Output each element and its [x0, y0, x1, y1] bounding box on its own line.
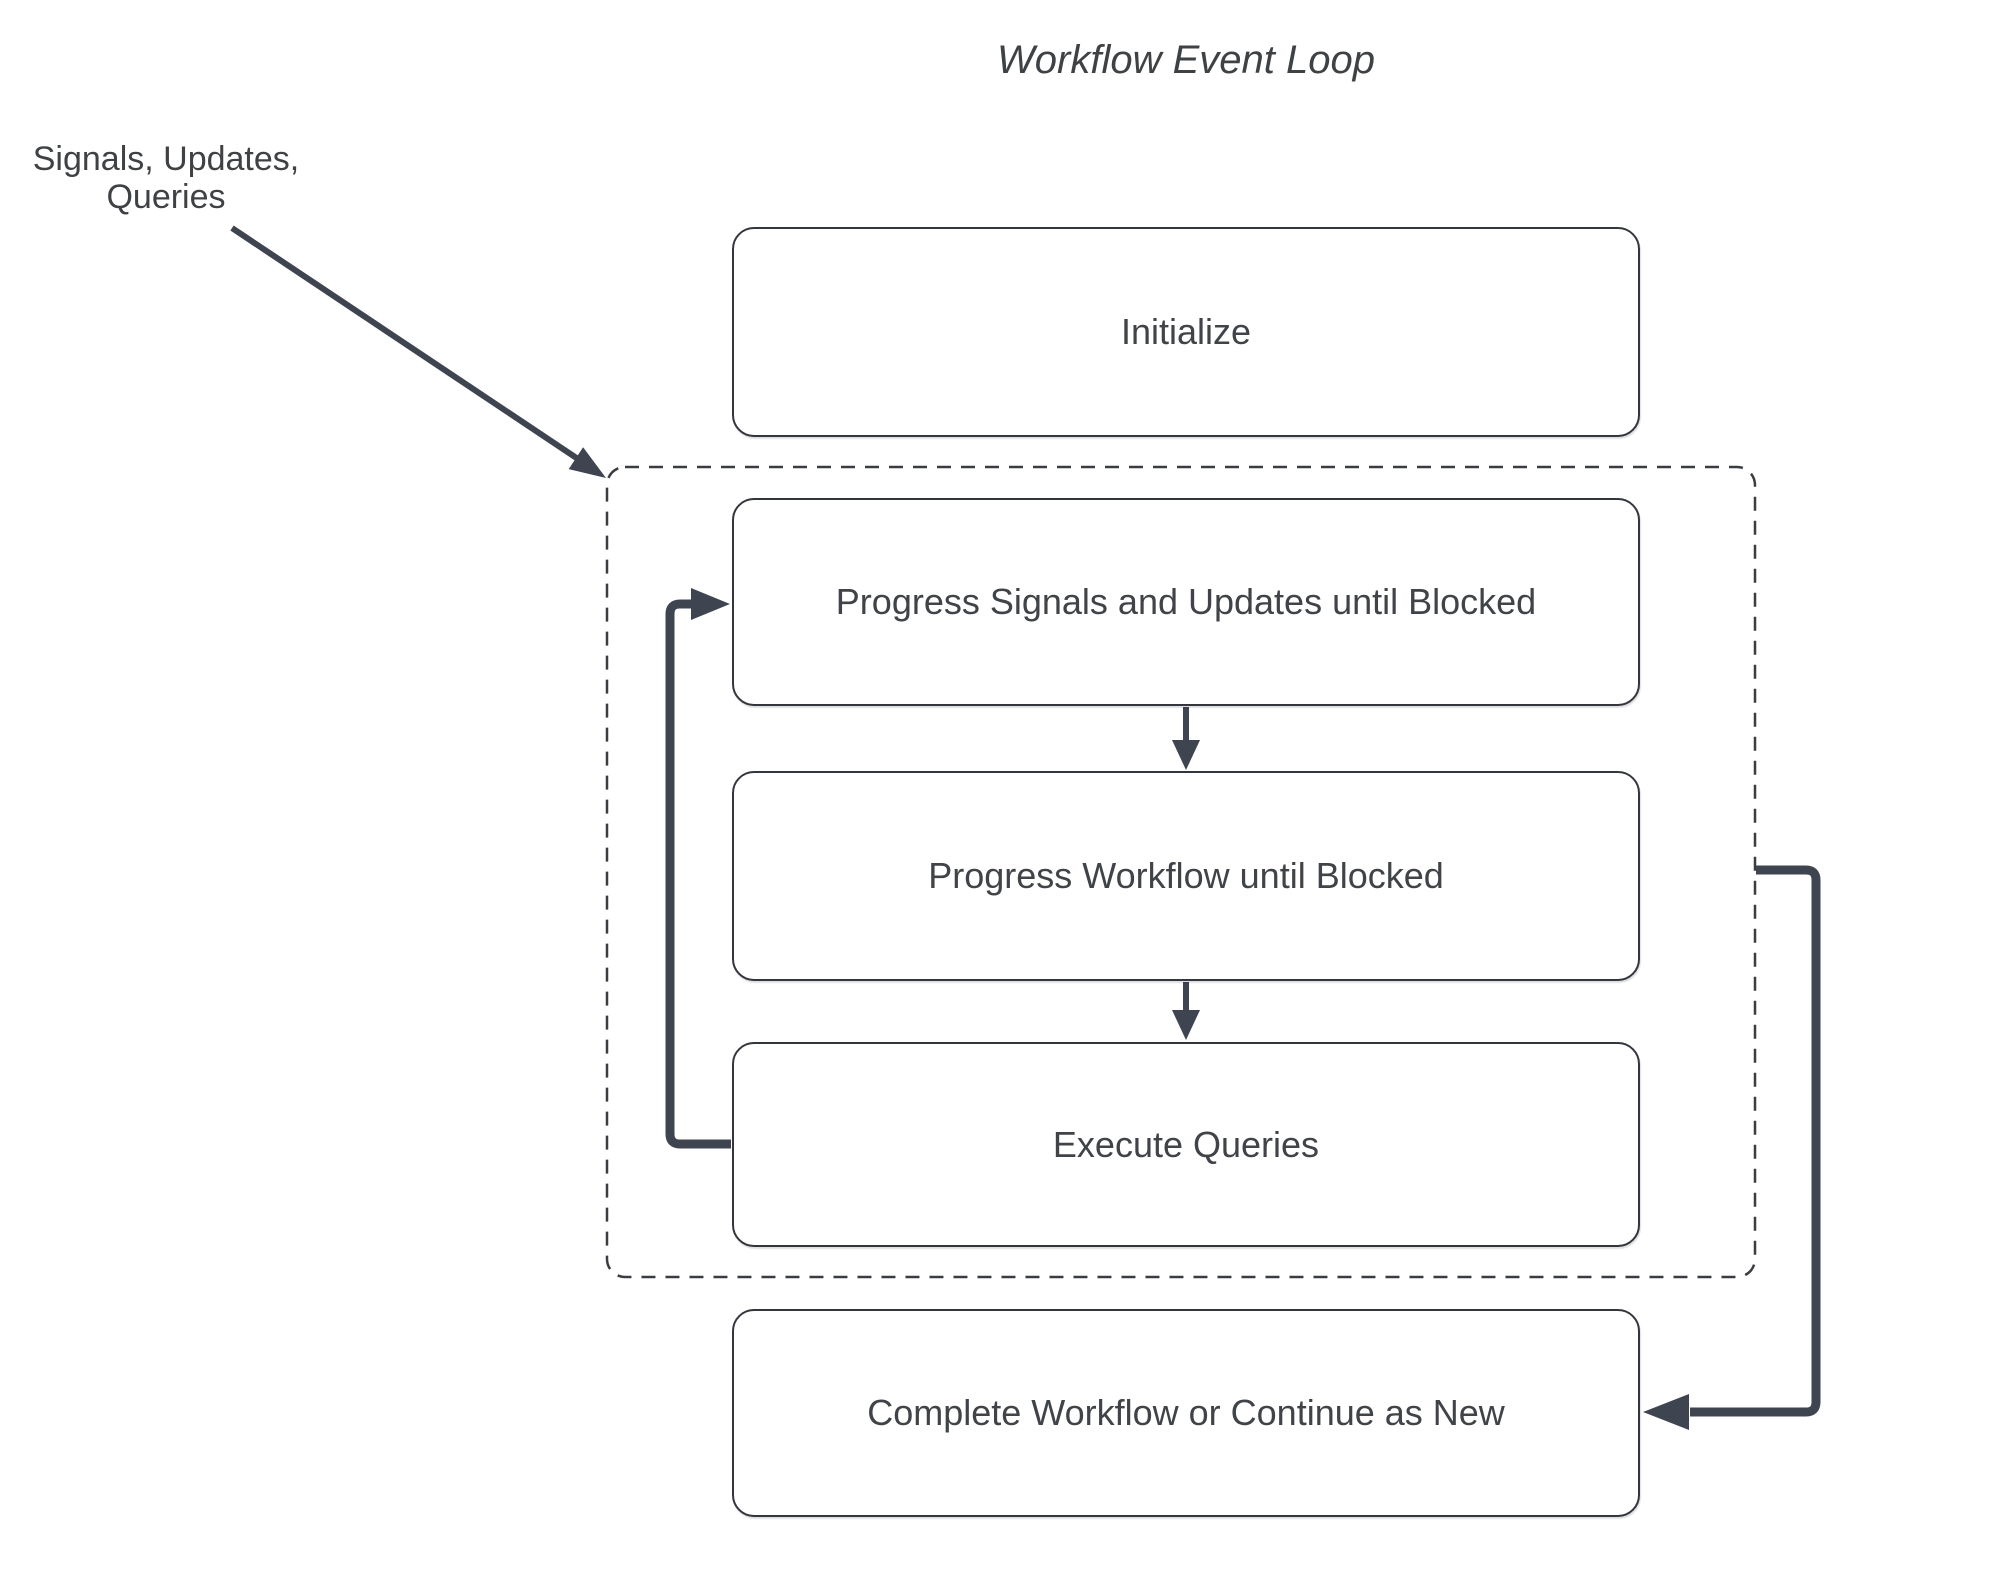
annotation-line-2: Queries: [106, 178, 226, 216]
flow-arrowhead: [1172, 1010, 1200, 1040]
loop-back-arrowhead: [691, 588, 730, 620]
continue-arrow: [1643, 865, 1821, 1430]
flow-arrow-workflow-to-queries: [1172, 982, 1200, 1040]
signals-input-arrowhead: [568, 447, 606, 478]
signals-input-arrow: [230, 225, 606, 478]
node-progress-workflow: Progress Workflow until Blocked: [732, 771, 1640, 981]
loop-back-arrow-line: [665, 599, 731, 1149]
node-complete-workflow-label: Complete Workflow or Continue as New: [867, 1392, 1505, 1433]
loop-back-arrow: [665, 588, 731, 1149]
node-initialize: Initialize: [732, 227, 1640, 437]
node-progress-signals-and-updates: Progress Signals and Updates until Block…: [732, 498, 1640, 706]
node-complete-workflow: Complete Workflow or Continue as New: [732, 1309, 1640, 1517]
node-initialize-label: Initialize: [1120, 311, 1252, 352]
signals-input-arrow-line: [230, 225, 580, 462]
node-progress-signals-label: Progress Signals and Updates until Block…: [835, 581, 1537, 622]
signals-updates-queries-label: Signals, Updates, Queries: [20, 140, 312, 216]
continue-arrowhead: [1643, 1394, 1689, 1430]
annotation-line-1: Signals, Updates,: [32, 140, 300, 178]
node-execute-queries: Execute Queries: [732, 1042, 1640, 1247]
continue-arrow-line: [1690, 865, 1821, 1417]
diagram-title: Workflow Event Loop: [997, 38, 1375, 82]
node-execute-queries-label: Execute Queries: [1052, 1123, 1320, 1165]
event-loop-group-border: [605, 465, 1757, 1279]
node-progress-workflow-label: Progress Workflow until Blocked: [928, 855, 1444, 896]
flow-arrowhead: [1172, 740, 1200, 770]
flow-arrow-signals-to-workflow: [1172, 707, 1200, 770]
